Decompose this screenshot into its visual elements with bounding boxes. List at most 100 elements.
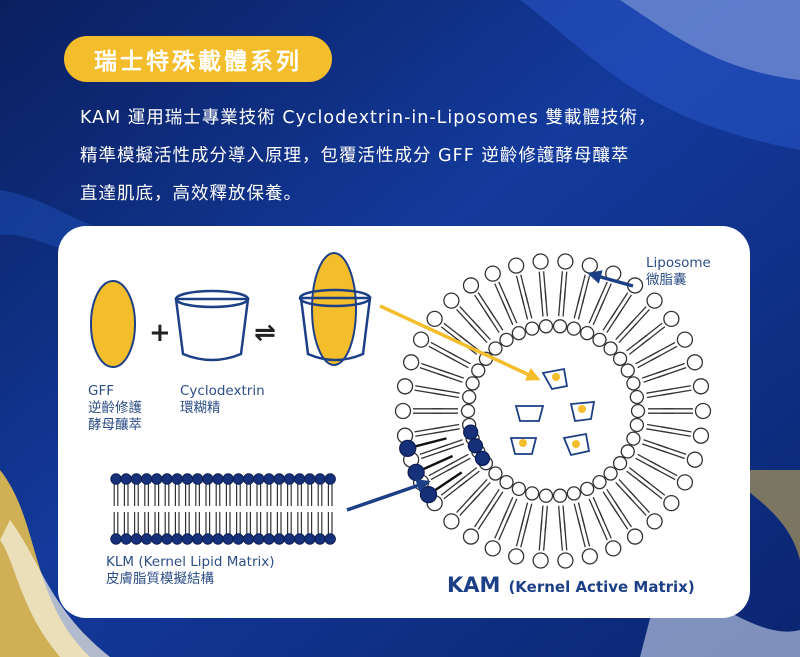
lipid-head [460,403,476,419]
lipid-tail [524,503,533,529]
klm-head [324,533,336,545]
cyclodextrin-label-name: Cyclodextrin [180,383,265,399]
klm-head [314,473,326,485]
lipid-tail [573,293,582,319]
lipid-head [603,466,618,481]
lipid-head [557,253,574,270]
lipid-head [532,253,549,270]
lipid-tail [626,334,648,352]
lipid-head [646,292,663,309]
lipid-tail [646,392,673,399]
lipid-tail [437,373,463,383]
lipid-tail [573,503,582,529]
lipid-tail [540,505,544,532]
inner-gff-dot-5 [572,440,580,448]
lipid-head [443,292,460,309]
kam-abbr: KAM [447,573,501,597]
lipid-tail [643,439,669,449]
lipid-tail [646,428,673,434]
lipid-tail [635,350,659,365]
klm-head [181,473,194,485]
inner-gff-dot-3 [578,405,586,413]
lipid-head [484,265,501,282]
lipid-head [630,403,646,419]
lipid-head [511,481,527,496]
lipid-tail [458,470,480,488]
lipid-tail [505,299,518,324]
lipid-tail [433,392,460,399]
lipid-tail [646,388,673,394]
equilibrium-sign: ⇌ [254,318,276,348]
lipid-tail [628,467,651,485]
intro-line-3: 直達肌底，高效釋放保養。 [80,184,302,204]
klm-head [110,533,122,545]
lipid-head [566,321,582,336]
klm-head [304,533,316,545]
lipid-tail [592,496,605,522]
klm-head [202,533,214,545]
lipid-tail [458,334,480,352]
lipid-tail [439,369,465,379]
lipid-tail [447,457,471,472]
lipid-head [557,552,574,569]
klm-head [293,533,306,545]
lipid-tail [588,299,601,324]
lipid-head [581,257,598,274]
cyclodextrin-label: Cyclodextrin 環糊精 [180,383,265,417]
cyclodextrin-cup-shape [174,297,250,362]
lipid-head [663,494,680,512]
gff-molecule-shape [90,280,136,368]
lipid-tail [544,505,548,532]
klm-head [283,533,296,545]
lipid-head [612,456,628,471]
lipid-tail [562,505,566,532]
lipid-tail [602,491,618,514]
lipid-tail [484,488,500,512]
lipid-head [524,321,540,336]
klm-head [314,533,326,545]
lipid-tail [433,388,460,394]
lipid-head [511,326,527,341]
klm-head [253,473,265,485]
lipid-tail [540,290,544,317]
lipid-head [399,439,417,457]
lipid-tail [447,350,471,365]
klm-head [171,473,183,485]
lipid-tail [445,354,469,369]
lipid-head [412,331,430,348]
lipid-tail [562,290,566,317]
klm-head [263,533,275,545]
klm-head [273,533,285,545]
lipid-tail [618,478,638,499]
lipid-tail [641,369,667,379]
lipid-head [467,438,484,454]
lipid-tail [433,428,460,434]
lipid-tail [606,310,622,334]
inner-cyclodextrin-2 [514,405,545,422]
lipid-head [407,463,425,482]
lipid-head [612,351,628,366]
complex-to-liposome-arrow [379,304,541,381]
lipid-head [443,513,460,530]
lipid-tail [615,481,634,502]
lipid-tail [520,502,529,528]
lipid-tail [618,323,638,344]
lipid-head [663,310,680,328]
klm-head [202,473,214,485]
klm-bilayer [110,473,336,545]
klm-head [130,473,143,485]
liposome-diagram [90,252,712,569]
klm-head [242,533,255,545]
lipid-head [581,548,598,565]
lipid-tail [468,478,488,499]
lipid-tail [437,439,463,449]
lipid-head [499,332,514,347]
lipid-head [626,528,644,545]
lipid-tail [455,467,478,485]
lipid-tail [592,300,605,326]
gff-label-line1: 逆齡修護 [88,400,142,416]
lipid-head [471,363,486,378]
lipid-tail [472,320,491,341]
lipid-tail [433,423,460,430]
lipid-tail [501,300,514,326]
